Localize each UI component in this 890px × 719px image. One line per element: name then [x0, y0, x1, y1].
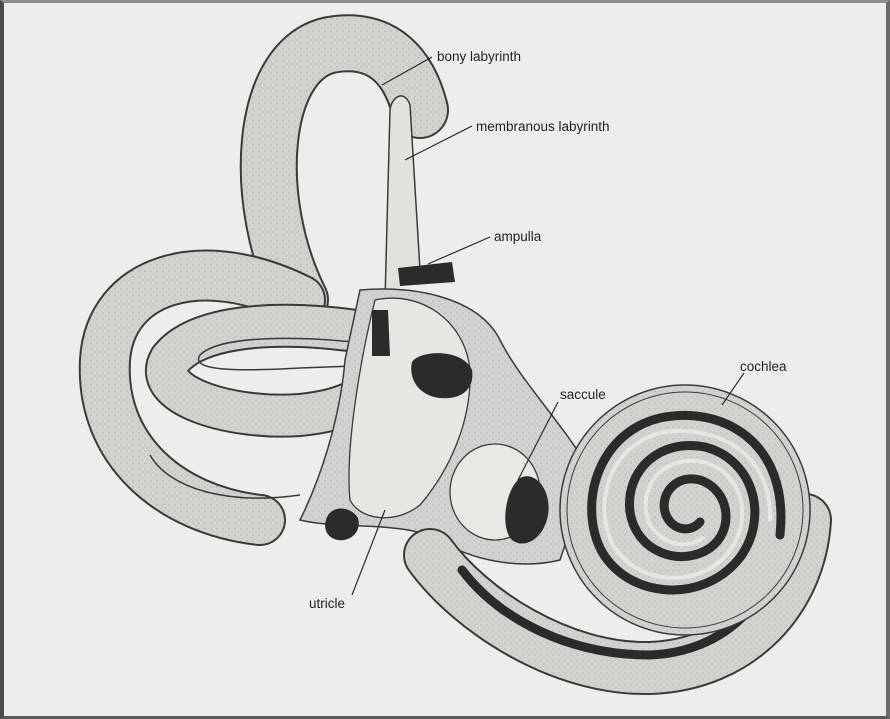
cochlea: [560, 385, 810, 635]
label-bony-labyrinth: bony labyrinth: [437, 49, 521, 64]
leader-ampulla: [428, 237, 490, 264]
posterior-ampulla-crest: [325, 508, 359, 540]
label-ampulla: ampulla: [494, 229, 542, 244]
label-membranous-labyrinth: membranous labyrinth: [476, 119, 610, 134]
label-saccule: saccule: [560, 387, 606, 402]
label-cochlea: cochlea: [740, 359, 787, 374]
ampulla-crest-left: [372, 310, 390, 356]
label-utricle: utricle: [309, 596, 345, 611]
